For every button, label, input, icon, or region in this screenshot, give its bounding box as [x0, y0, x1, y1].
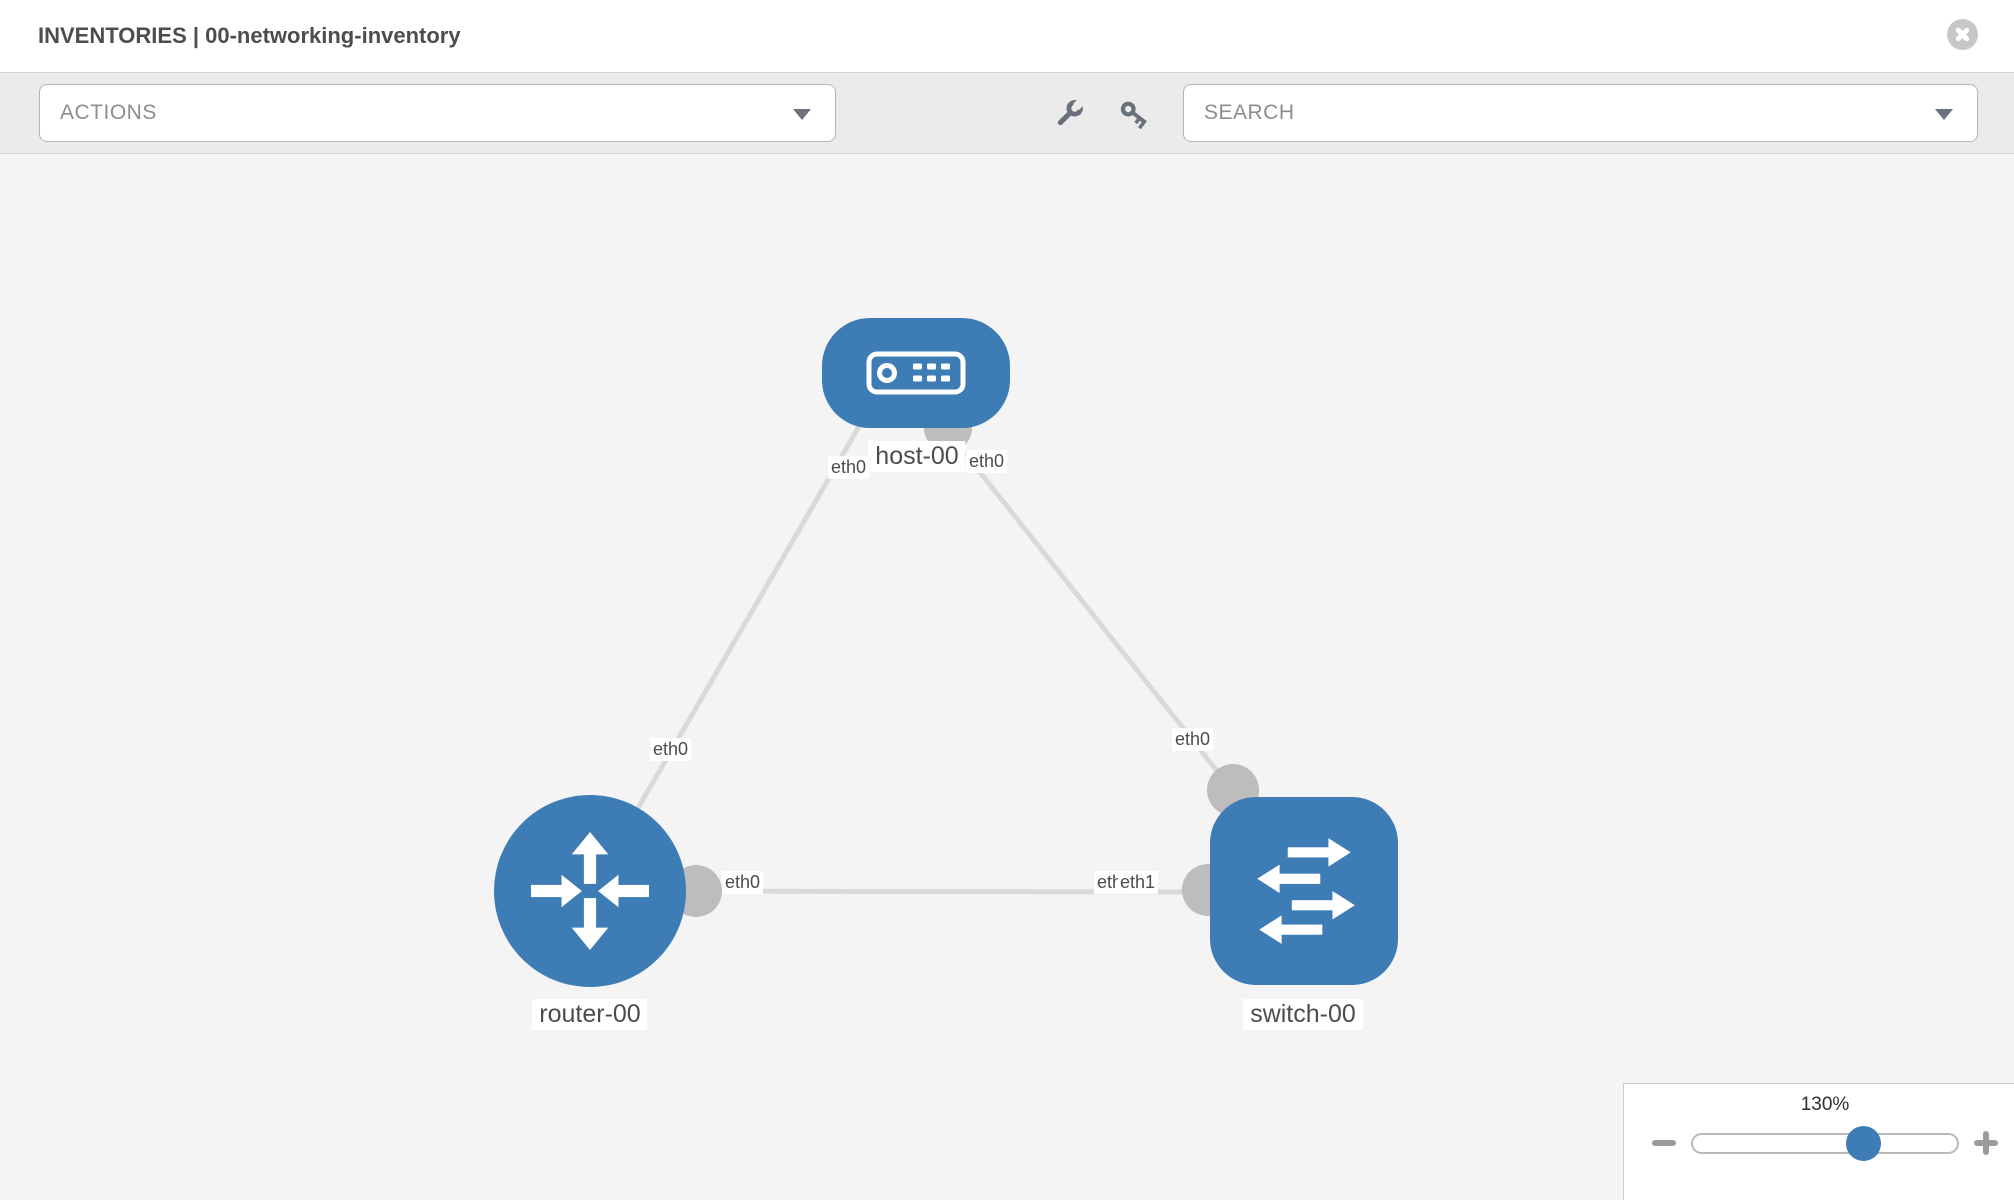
- interface-label-host-eth0-left: eth0: [828, 456, 870, 479]
- interface-label-switch-eth0: eth0: [1172, 728, 1214, 751]
- switch-icon: [1257, 838, 1355, 944]
- zoom-out-button[interactable]: [1649, 1128, 1679, 1158]
- chevron-down-icon: [1935, 109, 1953, 120]
- search-dropdown[interactable]: SEARCH: [1183, 84, 1978, 142]
- interface-label-router-eth0: eth0: [722, 871, 764, 894]
- header: INVENTORIES | 00-networking-inventory: [0, 0, 2014, 73]
- host-icon: [866, 351, 966, 395]
- chevron-down-icon: [793, 109, 811, 120]
- topology-canvas[interactable]: host-00 router-00 switch-00 eth0 eth0 et…: [0, 154, 2014, 1200]
- node-host-00[interactable]: [822, 318, 1010, 428]
- zoom-in-button[interactable]: [1971, 1128, 2001, 1158]
- minus-icon: [1652, 1140, 1676, 1146]
- search-dropdown-label: SEARCH: [1204, 101, 1295, 124]
- zoom-slider-handle[interactable]: [1846, 1126, 1881, 1161]
- node-label-switch-00: switch-00: [1243, 999, 1363, 1030]
- interface-label-router-eth0-uplink: eth0: [650, 738, 692, 761]
- toolbar: ACTIONS SEARC: [0, 73, 2014, 154]
- configure-button[interactable]: [1050, 97, 1086, 133]
- node-label-router-00: router-00: [532, 999, 648, 1030]
- router-icon: [531, 832, 649, 950]
- node-router-00[interactable]: [494, 795, 686, 987]
- close-button[interactable]: [1947, 19, 1978, 50]
- plus-icon: [1983, 1131, 1989, 1155]
- interface-label-host-eth0-right: eth0: [966, 450, 1008, 473]
- actions-dropdown[interactable]: ACTIONS: [39, 84, 836, 142]
- node-switch-00[interactable]: [1210, 797, 1398, 985]
- zoom-level-label: 130%: [1800, 1094, 1850, 1115]
- zoom-control-panel: 130%: [1623, 1083, 2014, 1200]
- page-title: INVENTORIES | 00-networking-inventory: [38, 23, 461, 48]
- actions-dropdown-label: ACTIONS: [60, 101, 157, 124]
- topology-links-layer: [587, 402, 1259, 917]
- node-label-host-00: host-00: [868, 441, 966, 472]
- interface-label-switch-eth1: eth1: [1118, 871, 1159, 894]
- zoom-slider[interactable]: [1691, 1133, 1959, 1154]
- key-icon: [1120, 101, 1147, 130]
- wrench-icon: [1057, 99, 1084, 126]
- credentials-button[interactable]: [1117, 97, 1153, 133]
